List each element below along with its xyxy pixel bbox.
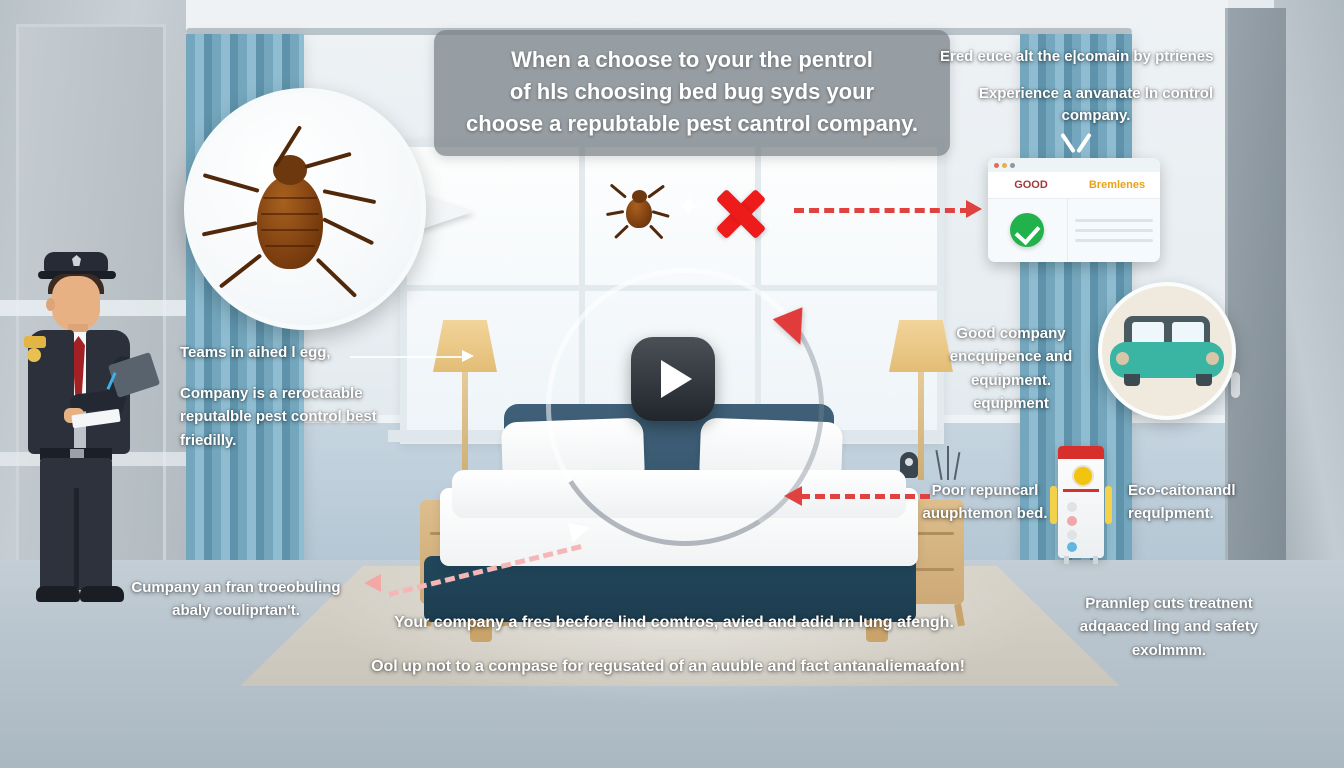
lamp-pole-right	[918, 358, 924, 480]
sparkle-icon: ✦	[676, 191, 702, 224]
card-titlebar	[988, 158, 1160, 172]
banner-line-1: When a choose to your the pentrol	[511, 47, 873, 72]
headline-banner: When a choose to your the pentrol of hls…	[434, 30, 950, 157]
annotation-bottom-right: Prannlep cuts treatnent adqaaced ling an…	[1079, 595, 1259, 659]
machine-wing-left	[1050, 486, 1057, 524]
card-title-good: GOOD	[1014, 179, 1048, 191]
small-bed-bug-icon	[606, 183, 670, 240]
card-lines-cell	[1068, 199, 1161, 261]
annotation-bottom-last: Ool up not to a compase for regusated of…	[371, 658, 965, 675]
lamp-shade-left	[433, 320, 497, 372]
leader-line-left	[350, 356, 466, 358]
lamp-pole-left	[462, 358, 468, 480]
card-check-cell	[988, 199, 1068, 261]
annotation-bottom-center: Your company a fres becfore lind comtros…	[394, 614, 954, 631]
annotation-right-top: Good company encquipence and equipment. …	[949, 325, 1073, 412]
card-body	[988, 199, 1160, 261]
machine-wing-right	[1105, 486, 1112, 524]
diffuser-decor-icon	[935, 446, 966, 480]
arrow-dashed-top	[794, 208, 970, 213]
service-van-icon	[1098, 282, 1236, 420]
annotation-left-top: Teams in aihed l egg,	[180, 344, 331, 361]
annotation-left-block: Company is a reroctaable reputalble pest…	[180, 385, 377, 449]
card-dot-grey	[1010, 162, 1015, 168]
card-header: GOOD Bremlenes	[988, 172, 1160, 199]
annotation-bottom-left: Cumpany an fran troeobuling abaly coulip…	[131, 579, 341, 620]
red-cross-icon	[708, 180, 774, 246]
lamp-shade-right	[889, 320, 953, 372]
good-company-card[interactable]: GOOD Bremlenes	[988, 158, 1160, 262]
annotation-right-side: Eco-caitonandl requlpment.	[1128, 482, 1236, 522]
arrowhead-mid	[784, 486, 802, 506]
leader-arrowhead-left	[462, 350, 474, 362]
annotation-top-right-line2: Experience a anvanate ln control	[978, 84, 1214, 102]
green-check-icon	[1010, 213, 1045, 247]
chevron-down-icon	[1060, 132, 1094, 152]
arrowhead-bottom-left	[364, 574, 381, 592]
annotation-top-right-line3: company.	[1061, 107, 1131, 124]
treatment-equipment-icon	[1058, 446, 1104, 564]
door-knob-icon	[1231, 372, 1240, 398]
annotation-top-right: Ered euce alt the e|comain by ptrienes E…	[940, 46, 1252, 128]
banner-line-2: of hls choosing bed bug syds your	[509, 79, 875, 105]
inspector-character	[14, 252, 161, 624]
annotation-top-right-line1: Ered euce alt the e|comain by ptrienes	[940, 48, 1214, 65]
card-dot-red	[994, 162, 999, 168]
play-triangle-icon	[661, 360, 692, 398]
bed-frame	[424, 556, 916, 622]
banner-line-3: choose a repubtable pest cantrol company…	[466, 111, 918, 137]
card-dot-yellow	[1002, 162, 1007, 168]
annotation-right-mid: Poor repuncarl auuphtemon bed.	[922, 482, 1048, 522]
magnifier-icon	[184, 88, 426, 330]
clock-decor-icon	[900, 452, 918, 478]
card-title-right: Bremlenes	[1088, 179, 1146, 191]
arrow-dashed-mid	[800, 494, 930, 499]
play-button[interactable]	[631, 337, 715, 421]
arrowhead-top	[966, 200, 982, 218]
